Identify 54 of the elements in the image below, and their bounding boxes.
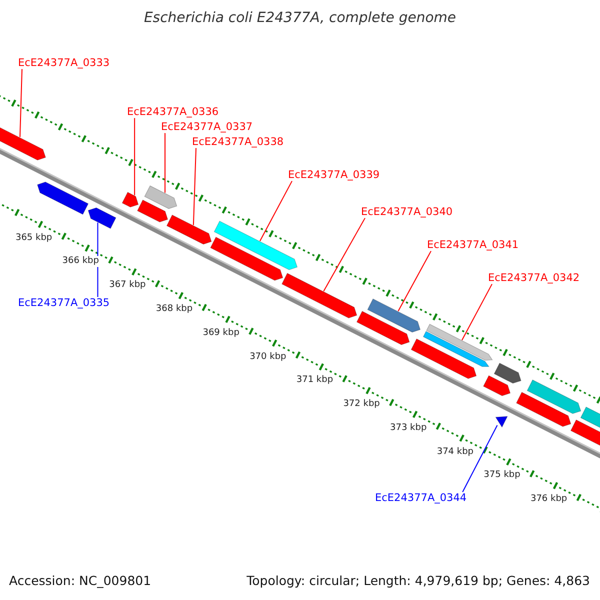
scale-label: 375 kbp xyxy=(482,470,522,481)
scale-label: 367 kbp xyxy=(107,280,148,291)
gene-feature xyxy=(367,298,421,333)
leader-line xyxy=(19,68,22,138)
genome-summary-text: Topology: circular; Length: 4,979,619 bp; Genes: 4,863 xyxy=(246,574,590,588)
leader-line xyxy=(323,218,366,292)
gene-feature xyxy=(137,200,168,222)
scale-label: 372 kbp xyxy=(341,399,382,410)
gene-feature xyxy=(282,272,358,318)
gene-feature xyxy=(426,324,493,361)
scale-label: 371 kbp xyxy=(294,375,336,386)
gene-feature xyxy=(166,214,212,245)
gene-label: EcE24377A_0335 xyxy=(18,297,110,310)
gene-feature xyxy=(37,182,89,215)
gene-label: EcE24377A_0333 xyxy=(18,57,110,70)
scale-label: 373 kbp xyxy=(388,422,429,434)
accession-text: Accession: NC_009801 xyxy=(9,574,152,588)
scale-label: 365 kbp xyxy=(13,232,54,244)
gene-feature xyxy=(144,185,178,210)
gene-feature xyxy=(410,338,477,379)
leader-line xyxy=(192,148,196,226)
leader-line xyxy=(259,180,292,242)
gene-label: EcE24377A_0344 xyxy=(375,492,467,504)
gene-feature xyxy=(122,192,139,208)
gene-label: EcE24377A_0338 xyxy=(192,136,284,148)
gene-feature xyxy=(356,310,410,346)
gene-label: EcE24377A_0337 xyxy=(161,121,253,134)
leader-line xyxy=(97,222,98,298)
scale-label: 366 kbp xyxy=(60,256,101,267)
leader-line xyxy=(164,132,166,194)
leader-line xyxy=(398,250,432,312)
title: Escherichia coli E24377A, complete genome xyxy=(142,10,458,26)
leader-line xyxy=(134,118,136,196)
gene-label: EcE24377A_0336 xyxy=(127,106,219,118)
scale-label: 368 kbp xyxy=(154,304,195,314)
gene-feature xyxy=(214,220,298,270)
scale-label: 376 kbp xyxy=(528,494,570,504)
gene-label: EcE24377A_0342 xyxy=(488,272,580,284)
leader-line xyxy=(461,284,492,341)
gene-feature xyxy=(88,207,116,229)
scale-label: 369 kbp xyxy=(200,328,242,338)
gene-label: EcE24377A_0340 xyxy=(361,206,453,218)
gene-label: EcE24377A_0339 xyxy=(288,169,380,182)
gene-feature xyxy=(526,380,582,414)
scale-label: 370 kbp xyxy=(248,352,288,362)
gene-feature-triangle xyxy=(495,416,508,428)
gene-feature xyxy=(494,362,522,384)
gene-feature xyxy=(483,375,511,396)
gene-feature xyxy=(210,236,284,281)
scale-label: 374 kbp xyxy=(434,446,476,457)
gene-feature xyxy=(422,331,490,367)
leader-line xyxy=(462,424,498,492)
gene-label: EcE24377A_0341 xyxy=(427,239,519,252)
gene-feature xyxy=(516,392,572,427)
